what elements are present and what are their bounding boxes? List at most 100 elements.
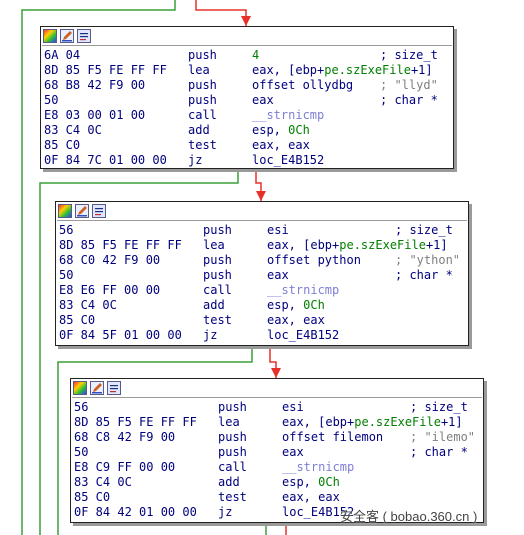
operand[interactable]: eax, eax	[267, 313, 325, 327]
operand[interactable]: eax	[252, 93, 274, 107]
edge-red-top-arrow	[241, 16, 251, 26]
block-header	[41, 27, 453, 45]
opcode-bytes: 0F 84 42 01 00 00	[74, 505, 197, 519]
edit-pen-icon[interactable]	[75, 204, 89, 218]
graph-view-icon[interactable]	[43, 29, 57, 43]
operand[interactable]: offset python	[267, 253, 361, 267]
operand[interactable]: eax	[267, 268, 289, 282]
code-line[interactable]: E8 E6 FF 00 00 call __strnicmp	[56, 283, 468, 298]
mnemonic: call	[188, 108, 217, 122]
code-line[interactable]: 85 C0 test eax, eax	[56, 313, 468, 328]
operand[interactable]: loc_E4B152	[267, 328, 340, 342]
edge-red-2-3-arrow	[271, 368, 281, 378]
edge-red-top	[195, 0, 247, 26]
operand[interactable]: __strnicmp	[252, 108, 325, 122]
opcode-bytes: 68 C8 42 F9 00	[74, 430, 176, 444]
comment: ; char *	[410, 445, 468, 459]
opcode-bytes: E8 E6 FF 00 00	[59, 283, 161, 297]
mnemonic: call	[218, 460, 247, 474]
opcode-bytes: 0F 84 5F 01 00 00	[59, 328, 182, 342]
opcode-bytes: 8D 85 F5 FE FF FF	[59, 238, 182, 252]
code-line[interactable]: 50 push eax ; char *	[41, 93, 453, 108]
comment: ; "ython"	[395, 253, 461, 267]
code-line[interactable]: 0F 84 7C 01 00 00 jz loc_E4B152	[41, 153, 453, 168]
operand[interactable]: esi	[267, 223, 289, 237]
mnemonic: call	[203, 283, 232, 297]
operand[interactable]: __strnicmp	[267, 283, 340, 297]
comment: ; char *	[380, 93, 438, 107]
operand[interactable]: loc_E4B152	[282, 505, 355, 519]
code-line[interactable]: 85 C0 test eax, eax	[41, 138, 453, 153]
graph-view-icon[interactable]	[73, 381, 87, 395]
edit-pen-icon[interactable]	[60, 29, 74, 43]
operand[interactable]: offset ollydbg	[252, 78, 354, 92]
mnemonic: push	[218, 400, 247, 414]
edit-pen-icon[interactable]	[90, 381, 104, 395]
text-view-icon[interactable]	[92, 204, 106, 218]
operand[interactable]: __strnicmp	[282, 460, 355, 474]
watermark: 安全客 ( bobao.360.cn )	[340, 509, 478, 524]
text-view-icon[interactable]	[77, 29, 91, 43]
mnemonic: test	[203, 313, 232, 327]
mnemonic: add	[218, 475, 240, 489]
opcode-bytes: 50	[59, 268, 74, 282]
mnemonic: jz	[188, 153, 203, 167]
comment: ; size_t	[380, 48, 438, 62]
operand[interactable]: eax, [ebp+pe.szExeFile+1]	[282, 415, 463, 429]
mnemonic: push	[218, 445, 247, 459]
operand[interactable]: esi	[282, 400, 304, 414]
operand[interactable]: eax, eax	[282, 490, 340, 504]
operand[interactable]: eax, eax	[252, 138, 310, 152]
operand[interactable]: eax	[282, 445, 304, 459]
edge-green-top-left	[21, 0, 176, 535]
block-header	[56, 202, 468, 220]
opcode-bytes: 8D 85 F5 FE FF FF	[44, 63, 167, 77]
operand[interactable]: esp, 0Ch	[267, 298, 325, 312]
text-view-icon[interactable]	[107, 381, 121, 395]
operand[interactable]: eax, [ebp+pe.szExeFile+1]	[252, 63, 433, 77]
opcode-bytes: 0F 84 7C 01 00 00	[44, 153, 167, 167]
graph-view-icon[interactable]	[58, 204, 72, 218]
operand[interactable]: offset filemon	[282, 430, 384, 444]
operand[interactable]: loc_E4B152	[252, 153, 325, 167]
operand[interactable]: esp, 0Ch	[282, 475, 340, 489]
edge-green-1-out	[39, 169, 239, 535]
operand[interactable]: eax, [ebp+pe.szExeFile+1]	[267, 238, 448, 252]
opcode-bytes: 85 C0	[44, 138, 81, 152]
mnemonic: push	[188, 93, 217, 107]
mnemonic: test	[188, 138, 217, 152]
operand[interactable]: esp, 0Ch	[252, 123, 310, 137]
opcode-bytes: 50	[44, 93, 59, 107]
mnemonic: jz	[218, 505, 233, 519]
opcode-bytes: 83 C4 0C	[44, 123, 102, 137]
comment: ; size_t	[410, 400, 468, 414]
opcode-bytes: 85 C0	[59, 313, 96, 327]
operand[interactable]: 4	[252, 48, 260, 62]
code-line[interactable]: 0F 84 42 01 00 00 jz loc_E4B152	[71, 505, 483, 520]
opcode-bytes: 85 C0	[74, 490, 111, 504]
